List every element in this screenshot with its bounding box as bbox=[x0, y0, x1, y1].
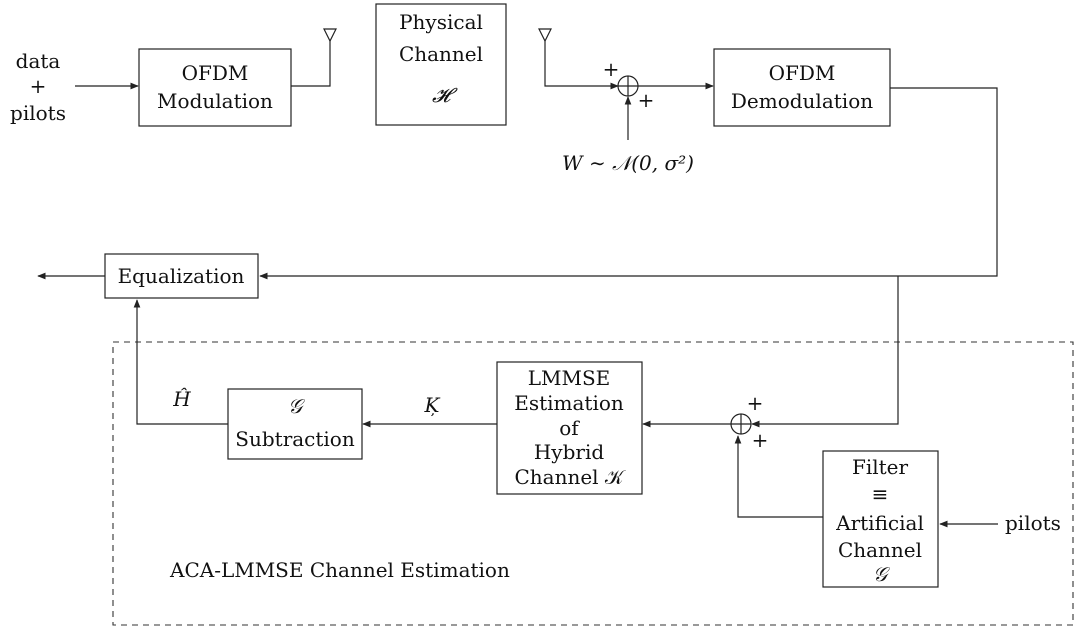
pilots-input-label: pilots bbox=[1005, 511, 1061, 535]
filter-block bbox=[822, 450, 939, 588]
ofdm-demod-line2: Demodulation bbox=[731, 89, 873, 113]
filter-line3: Artificial bbox=[835, 511, 924, 535]
estimation-adder-plus-bottom: + bbox=[752, 428, 769, 452]
arrow-rx-to-adder bbox=[544, 41, 619, 90]
equalization-label: Equalization bbox=[118, 264, 245, 288]
arrow-demod-to-equalization bbox=[259, 87, 998, 280]
ofdm-mod-line2: Modulation bbox=[157, 89, 273, 113]
g-subtraction-symbol: 𝒢 bbox=[288, 394, 306, 418]
rx-antenna-icon bbox=[538, 28, 552, 43]
h-hat-label: Ĥ bbox=[172, 387, 191, 411]
filter-line2: ≡ bbox=[872, 482, 889, 506]
lmmse-line4: Hybrid bbox=[534, 440, 605, 464]
noise-adder-plus-top: + bbox=[603, 57, 620, 81]
physical-channel-block bbox=[375, 3, 507, 126]
arrow-branch-to-estimation-adder bbox=[751, 276, 899, 428]
input-data-label: data bbox=[16, 49, 61, 73]
estimation-adder-plus-top: + bbox=[747, 391, 764, 415]
physical-channel-line2: Channel bbox=[399, 42, 483, 66]
input-pilots-label: pilots bbox=[10, 101, 66, 125]
ofdm-demod-line1: OFDM bbox=[769, 61, 836, 85]
filter-line5: 𝒢 bbox=[873, 562, 891, 586]
ofdm-demodulation-block bbox=[713, 48, 891, 127]
filter-line4: Channel bbox=[838, 538, 922, 562]
ofdm-modulation-block bbox=[138, 48, 292, 127]
lmmse-block bbox=[496, 361, 643, 495]
physical-channel-line1: Physical bbox=[399, 10, 483, 34]
lmmse-line1: LMMSE bbox=[528, 366, 611, 390]
arrow-subtraction-to-equalization bbox=[133, 299, 228, 425]
arrow-filter-to-adder bbox=[734, 435, 823, 518]
filter-line1: Filter bbox=[852, 455, 909, 479]
g-subtraction-block bbox=[227, 388, 363, 460]
noise-adder-plus-bottom: + bbox=[638, 88, 655, 112]
tx-antenna-feed bbox=[291, 40, 331, 87]
lmmse-line5: Channel 𝒦 bbox=[514, 465, 625, 489]
lmmse-line3: of bbox=[559, 416, 580, 440]
equalization-block bbox=[104, 253, 259, 299]
estimation-region-label: ACA-LMMSE Channel Estimation bbox=[169, 558, 510, 582]
noise-label: W ∼ 𝒩(0, σ²) bbox=[562, 151, 694, 175]
k-hat-label: Ķ bbox=[424, 393, 441, 417]
estimation-region-border bbox=[112, 341, 1074, 626]
tx-antenna-icon bbox=[323, 28, 337, 43]
g-subtraction-label: Subtraction bbox=[235, 427, 355, 451]
input-plus-label: + bbox=[30, 74, 47, 98]
ofdm-mod-line1: OFDM bbox=[182, 61, 249, 85]
lmmse-line2: Estimation bbox=[514, 391, 624, 415]
